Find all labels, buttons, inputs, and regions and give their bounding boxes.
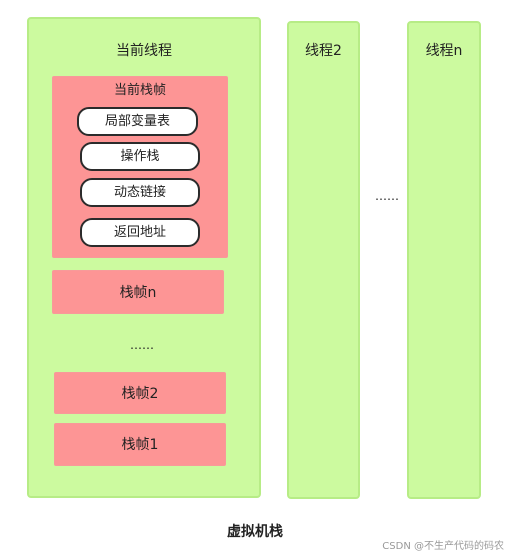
between-threads-ellipsis: ……: [375, 189, 399, 203]
watermark: CSDN @不生产代码的码农: [382, 541, 504, 552]
stack-frame-1: 栈帧1: [54, 423, 226, 466]
thread-2-column: 线程2: [287, 21, 360, 499]
current-thread-title: 当前线程: [116, 43, 172, 59]
thread-n-column: 线程n: [407, 21, 481, 499]
thread-n-title: 线程n: [425, 43, 463, 59]
local-variable-table-pill: 局部变量表: [77, 107, 198, 136]
stack-frame-n: 栈帧n: [52, 270, 224, 314]
operand-stack-pill: 操作栈: [80, 142, 200, 171]
diagram-caption: 虚拟机栈: [227, 524, 283, 540]
current-stack-frame-title: 当前栈帧: [113, 83, 166, 98]
dynamic-linking-pill: 动态链接: [80, 178, 200, 207]
thread-2-title: 线程2: [305, 43, 342, 59]
stack-frame-2: 栈帧2: [54, 372, 226, 414]
frame-ellipsis: ……: [130, 338, 154, 352]
return-address-pill: 返回地址: [80, 218, 200, 247]
